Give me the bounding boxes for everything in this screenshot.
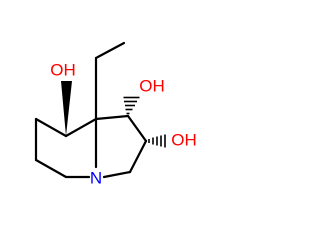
bond-c8-c7: [34, 117, 68, 138]
hydroxyl-label-c1: OH: [139, 76, 165, 95]
hashed-bond-c2-oh: [148, 134, 166, 148]
bond-c3-n4: [102, 170, 132, 179]
hydroxyl-label-c2: OH: [171, 130, 197, 149]
bond-c8-c8a: [64, 117, 98, 138]
bond-c6-c5: [34, 158, 68, 179]
wedge-bond-c8-oh: [61, 81, 72, 136]
hashed-bond-c1-oh: [123, 96, 140, 115]
bond-c8a-c1: [94, 114, 130, 121]
bond-ethyl-ch2-ch3: [94, 41, 126, 60]
background: [0, 0, 250, 250]
bond-c1-c2: [126, 114, 148, 143]
bond-c2-c3: [128, 139, 148, 174]
chemical-structure: OH OH OH N: [0, 0, 250, 250]
nitrogen-label: N: [90, 168, 102, 187]
hydroxyl-label-c8: OH: [50, 60, 76, 79]
